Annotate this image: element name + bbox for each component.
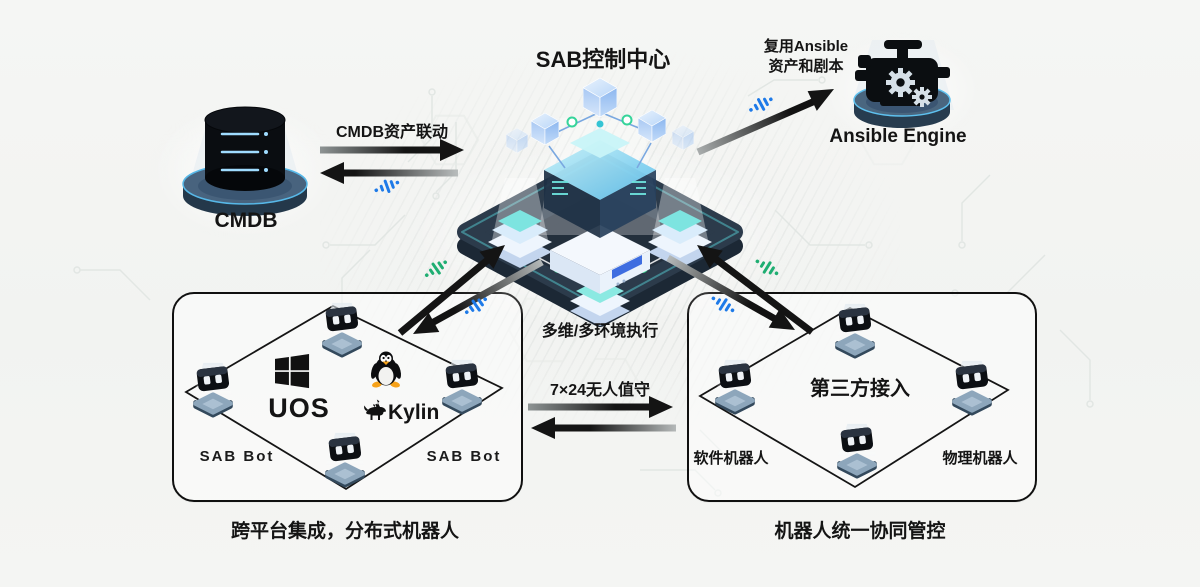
- gear-icon: [886, 68, 932, 107]
- page-title: SAB控制中心: [535, 47, 671, 72]
- arrow-rightbox-to-leftbox: [531, 417, 676, 439]
- signal-icon: [372, 175, 402, 198]
- arrow-center-to-ansible: [696, 89, 834, 156]
- engine-icon: [822, 32, 982, 148]
- left-box-caption: 跨平台集成，分布式机器人: [230, 521, 460, 542]
- robot-icon: [193, 363, 234, 415]
- right-box-caption: 机器人统一协同管控: [774, 521, 946, 542]
- arrow-center-to-leftbox: [413, 258, 544, 334]
- third-party-label: 第三方接入: [810, 378, 910, 400]
- robot-icon: [837, 424, 878, 476]
- ansible-note-line1: 复用Ansible: [763, 38, 849, 55]
- uos-logo: UOS: [268, 393, 330, 423]
- robot-icon: [715, 360, 756, 412]
- left-diamond-outline: [184, 304, 504, 491]
- arrow-leftbox-to-rightbox: [528, 396, 673, 418]
- physical-robot-label: 物理机器人: [942, 450, 1018, 467]
- right-diamond-outline: [698, 306, 1010, 489]
- windows-icon: [275, 354, 310, 389]
- arrow-rightbox-to-center: [697, 245, 815, 335]
- arrow-center-to-rightbox: [666, 254, 795, 330]
- robot-icon: [952, 361, 993, 413]
- kylin-logo-label: Kylin: [388, 401, 440, 424]
- software-robot-label: 软件机器人: [693, 450, 769, 467]
- kylin-animal-icon: [364, 399, 386, 420]
- cube-network-icon: [506, 78, 694, 169]
- kylin-logo: Kylin: [388, 401, 439, 425]
- robot-icon: [835, 304, 876, 356]
- arrow-leftbox-to-center: [397, 245, 505, 336]
- arrow-cmdb-to-center: [320, 139, 464, 161]
- ansible-note: 复用Ansible 资产和剧本: [764, 37, 848, 77]
- robot-icon: [325, 433, 366, 485]
- ansible-note-line2: 资产和剧本: [768, 58, 844, 75]
- cmdb-link-label: CMDB资产联动: [336, 124, 448, 141]
- exec-flow-label: 多维/多环境执行: [541, 323, 659, 340]
- cmdb-label: CMDB: [214, 209, 278, 232]
- linux-tux-icon: [371, 351, 401, 388]
- unattended-flow-label: 7×24无人值守: [549, 382, 651, 399]
- sab-bot-label-right: SAB Bot: [426, 448, 502, 465]
- chip-icon: [405, 78, 795, 330]
- robot-icon: [322, 303, 363, 355]
- arrow-center-to-cmdb: [320, 162, 458, 184]
- database-icon: [150, 100, 340, 240]
- robot-icon: [442, 360, 483, 412]
- ansible-engine-label: Ansible Engine: [829, 126, 967, 147]
- signal-icon: [746, 92, 776, 117]
- sab-bot-label-left: SAB Bot: [199, 448, 275, 465]
